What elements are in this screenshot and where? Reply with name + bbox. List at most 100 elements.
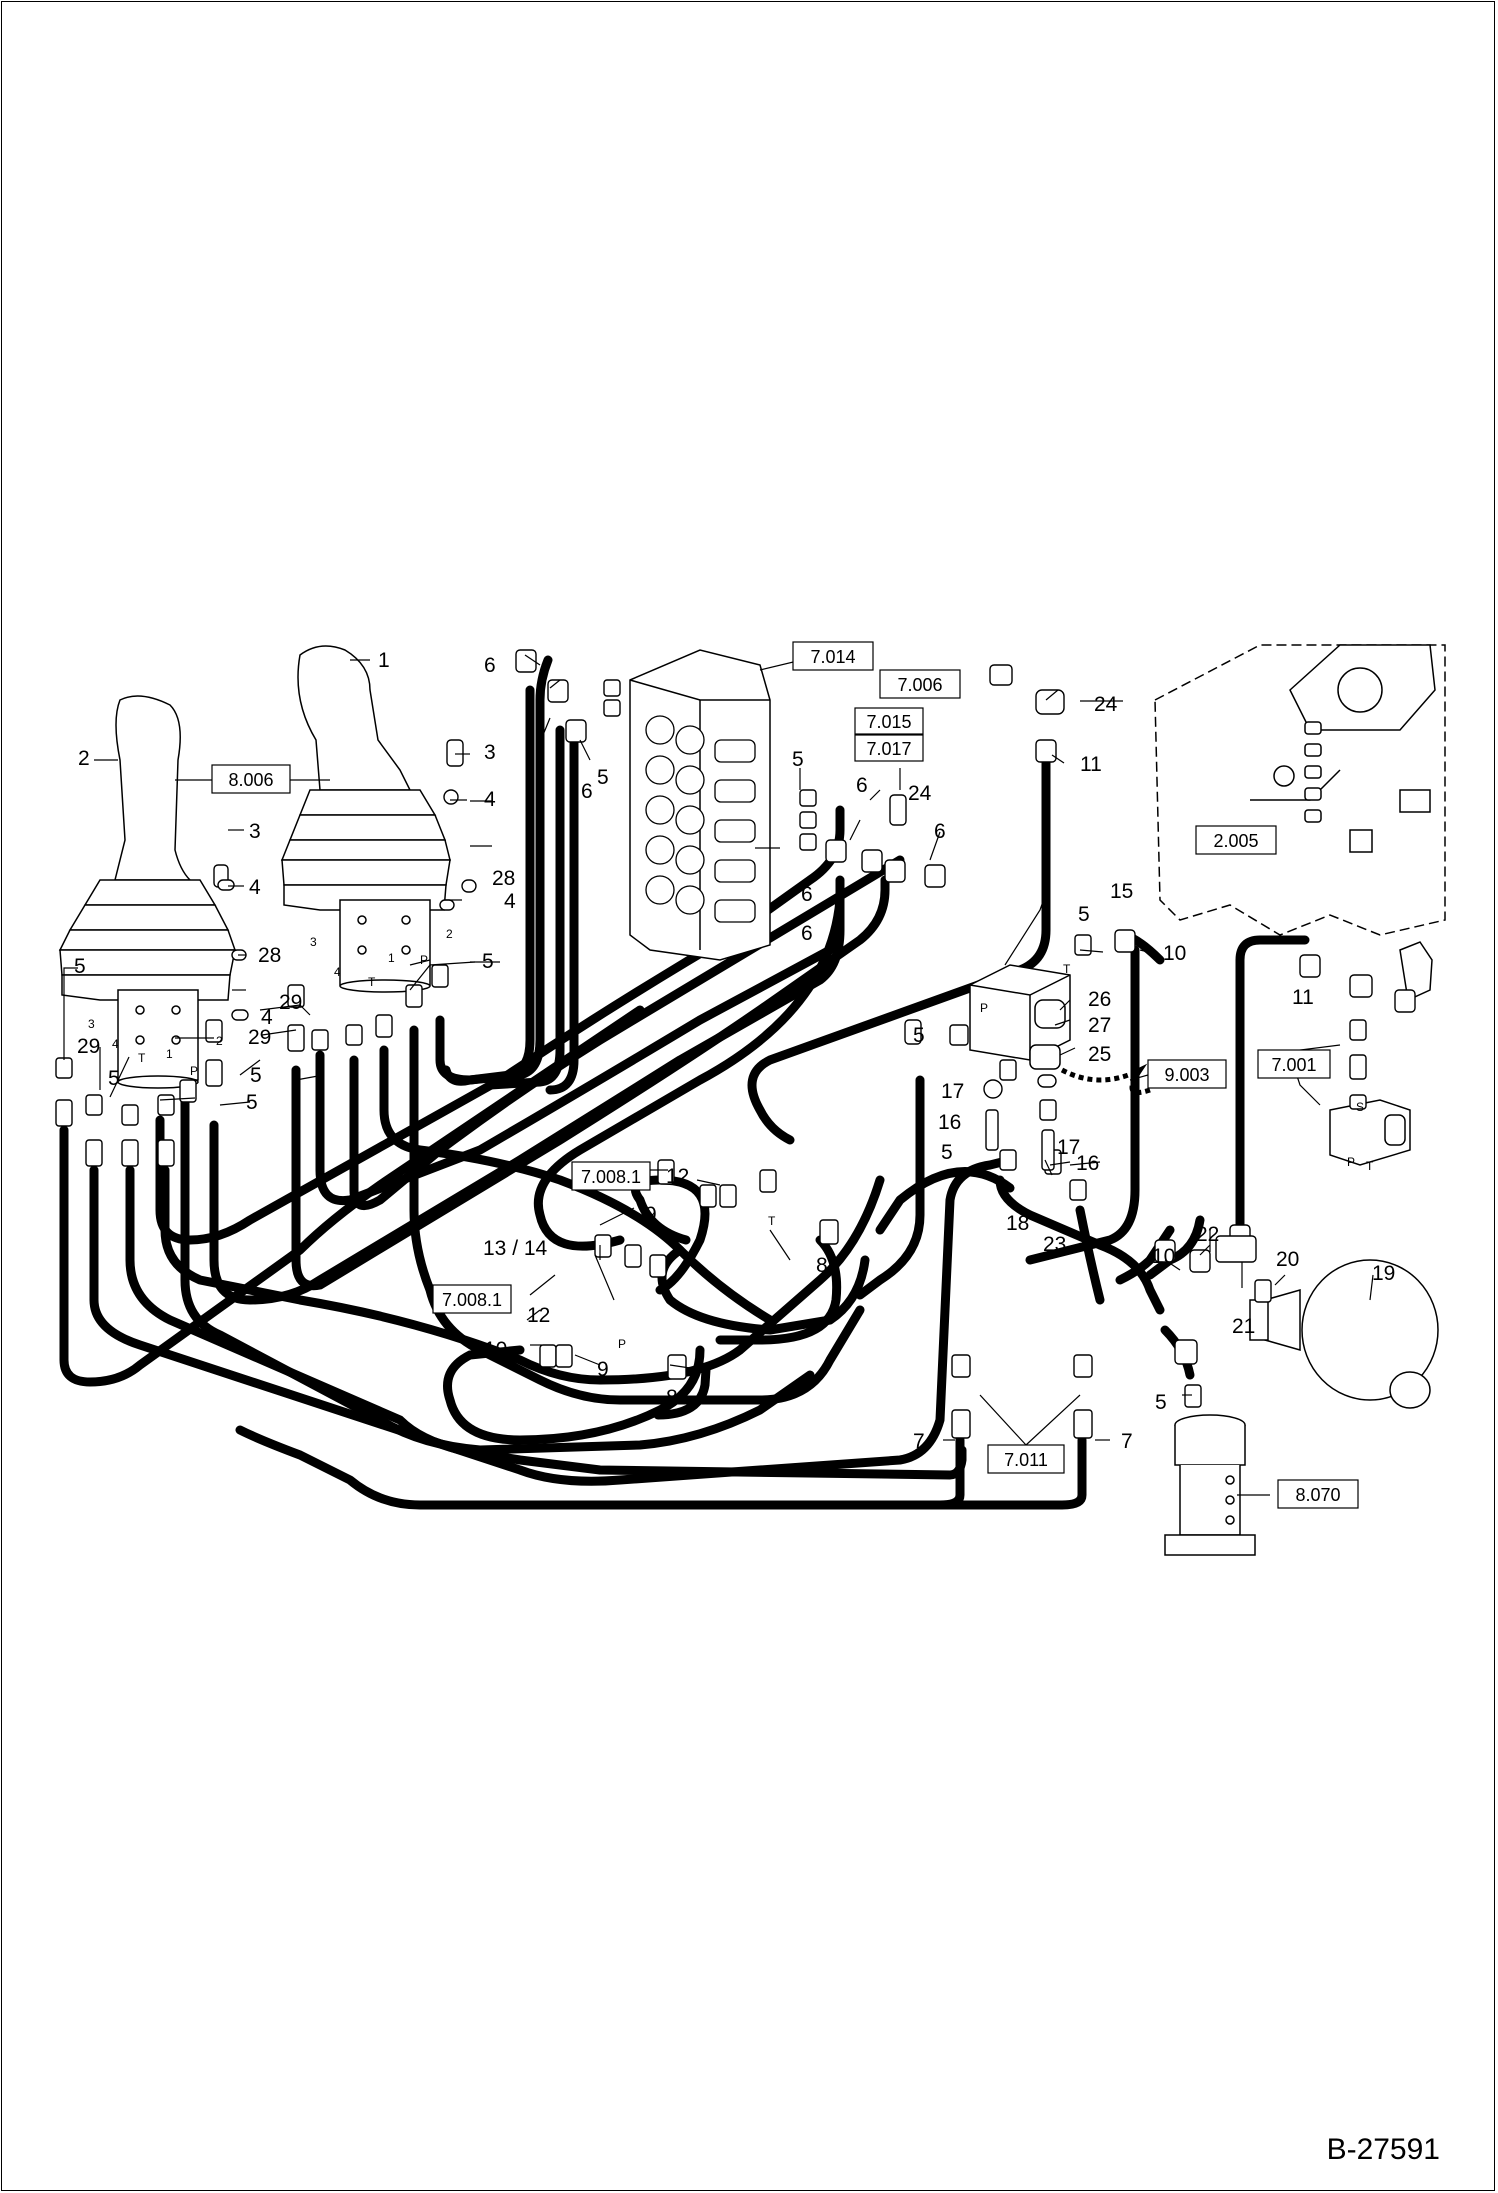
hose [443, 1345, 705, 1445]
port-letter: P [980, 1001, 988, 1015]
callout-7b: 7 [1121, 1430, 1133, 1453]
port-letter: P [618, 1337, 626, 1351]
ref-2005-label: 2.005 [1213, 831, 1258, 851]
hose [533, 895, 845, 1251]
callout-24a: 24 [1094, 693, 1118, 716]
refbox-7001 [1257, 1049, 1331, 1079]
callout-1: 1 [378, 649, 390, 672]
hose [1115, 1225, 1175, 1285]
port-letter: T [368, 975, 376, 989]
refbox-2005 [1195, 825, 1277, 855]
callout-6c: 6 [856, 774, 868, 797]
callout-29b: 29 [248, 1026, 271, 1049]
hose [485, 725, 565, 1090]
port-letter: 1 [166, 1047, 173, 1061]
hose [1025, 945, 1140, 1265]
ref-8070-label: 8.070 [1295, 1485, 1340, 1505]
callout-9b: 9 [597, 1358, 609, 1381]
port-letter: P [1347, 1155, 1355, 1169]
callout-6a: 6 [484, 654, 496, 677]
callout-28b: 28 [258, 944, 281, 967]
callout-numbers: 1 2 3 3 4 4 4 4 5 5 5 5 5 5 5 5 5 5 5 6 … [74, 649, 1395, 1453]
callout-6b: 6 [581, 780, 593, 803]
port-letter: 4 [334, 965, 341, 979]
left-joystick [58, 695, 237, 1089]
callout-5f: 5 [597, 766, 609, 789]
hose [160, 1165, 885, 1385]
rotary-joint [1164, 1414, 1256, 1556]
hose [291, 875, 890, 1291]
port-letter: 4 [112, 1037, 119, 1051]
callout-10a: 10 [1163, 942, 1186, 965]
leader-lines [63, 654, 1374, 1496]
hose [89, 1155, 1015, 1486]
refbox-7006 [879, 669, 961, 699]
callout-22: 22 [1196, 1223, 1219, 1246]
hose [653, 1365, 711, 1420]
callout-12b: 12 [527, 1304, 550, 1327]
port-letter: 3 [310, 935, 317, 949]
callout-5a: 5 [74, 955, 86, 978]
port-letter: P [190, 1064, 198, 1078]
callout-9a: 9 [645, 1203, 657, 1226]
hose [59, 1005, 645, 1387]
callout-17a: 17 [941, 1080, 964, 1103]
callout-5e: 5 [482, 950, 494, 973]
ref-70081-lower-label: 7.008.1 [442, 1290, 502, 1310]
callout-16b: 16 [1076, 1152, 1099, 1175]
callout-18: 18 [1006, 1212, 1029, 1235]
callout-11b: 11 [1292, 986, 1314, 1009]
callout-13-14: 13 / 14 [483, 1237, 548, 1260]
refbox-9003 [1147, 1059, 1227, 1089]
callout-4a: 4 [484, 788, 496, 811]
ref-7017-label: 7.017 [866, 739, 911, 759]
hose [315, 945, 835, 1206]
port-letters: 3 4 T 1 P 2 3 4 T 1 P 2 T P P T S P T [88, 927, 1374, 1351]
hose [441, 685, 535, 1086]
control-valve-block [629, 649, 771, 961]
refbox-7014 [792, 641, 874, 671]
callout-4d: 4 [261, 1006, 273, 1029]
callout-4b: 4 [249, 876, 261, 899]
fittings [55, 649, 1416, 1439]
port-letter: T [768, 1214, 776, 1228]
callout-10c: 10 [484, 1338, 507, 1361]
callout-5b: 5 [108, 1067, 120, 1090]
callout-5d: 5 [250, 1064, 262, 1087]
port-letter: T [1063, 962, 1071, 976]
ref-9003-label: 9.003 [1164, 1065, 1209, 1085]
hose [875, 1167, 1015, 1235]
port-letter: T [1366, 1159, 1374, 1173]
right-joystick [280, 645, 451, 993]
hydraulic-tank [1154, 644, 1446, 936]
callout-2: 2 [78, 747, 90, 770]
ref-7011-label: 7.011 [1004, 1450, 1048, 1470]
callout-29a: 29 [77, 1035, 100, 1058]
valve-block-15 [969, 964, 1071, 1070]
callout-3b: 3 [249, 820, 261, 843]
hose [409, 1025, 865, 1405]
ref-8006-label: 8.006 [228, 770, 273, 790]
callout-5j: 5 [941, 1141, 953, 1164]
refbox-7017 [854, 734, 924, 762]
callout-20: 20 [1276, 1248, 1299, 1271]
hose [180, 1095, 815, 1455]
refbox-70081-lower [432, 1284, 512, 1314]
callout-5g: 5 [792, 748, 804, 771]
ref-7006-label: 7.006 [897, 675, 942, 695]
hose [535, 1435, 1087, 1510]
hose [379, 1045, 775, 1325]
callout-21: 21 [1232, 1315, 1255, 1338]
refbox-8006 [211, 764, 291, 794]
callout-5i: 5 [913, 1024, 925, 1047]
callout-5h: 5 [1078, 903, 1090, 926]
callout-23: 23 [1043, 1233, 1066, 1256]
refbox-7011 [987, 1444, 1065, 1474]
hose [1075, 1205, 1105, 1305]
callout-5c: 5 [246, 1091, 258, 1114]
callout-26: 26 [1088, 988, 1111, 1011]
callout-19: 19 [1372, 1262, 1395, 1285]
callout-17b: 17 [1057, 1136, 1080, 1159]
callout-25: 25 [1088, 1043, 1111, 1066]
